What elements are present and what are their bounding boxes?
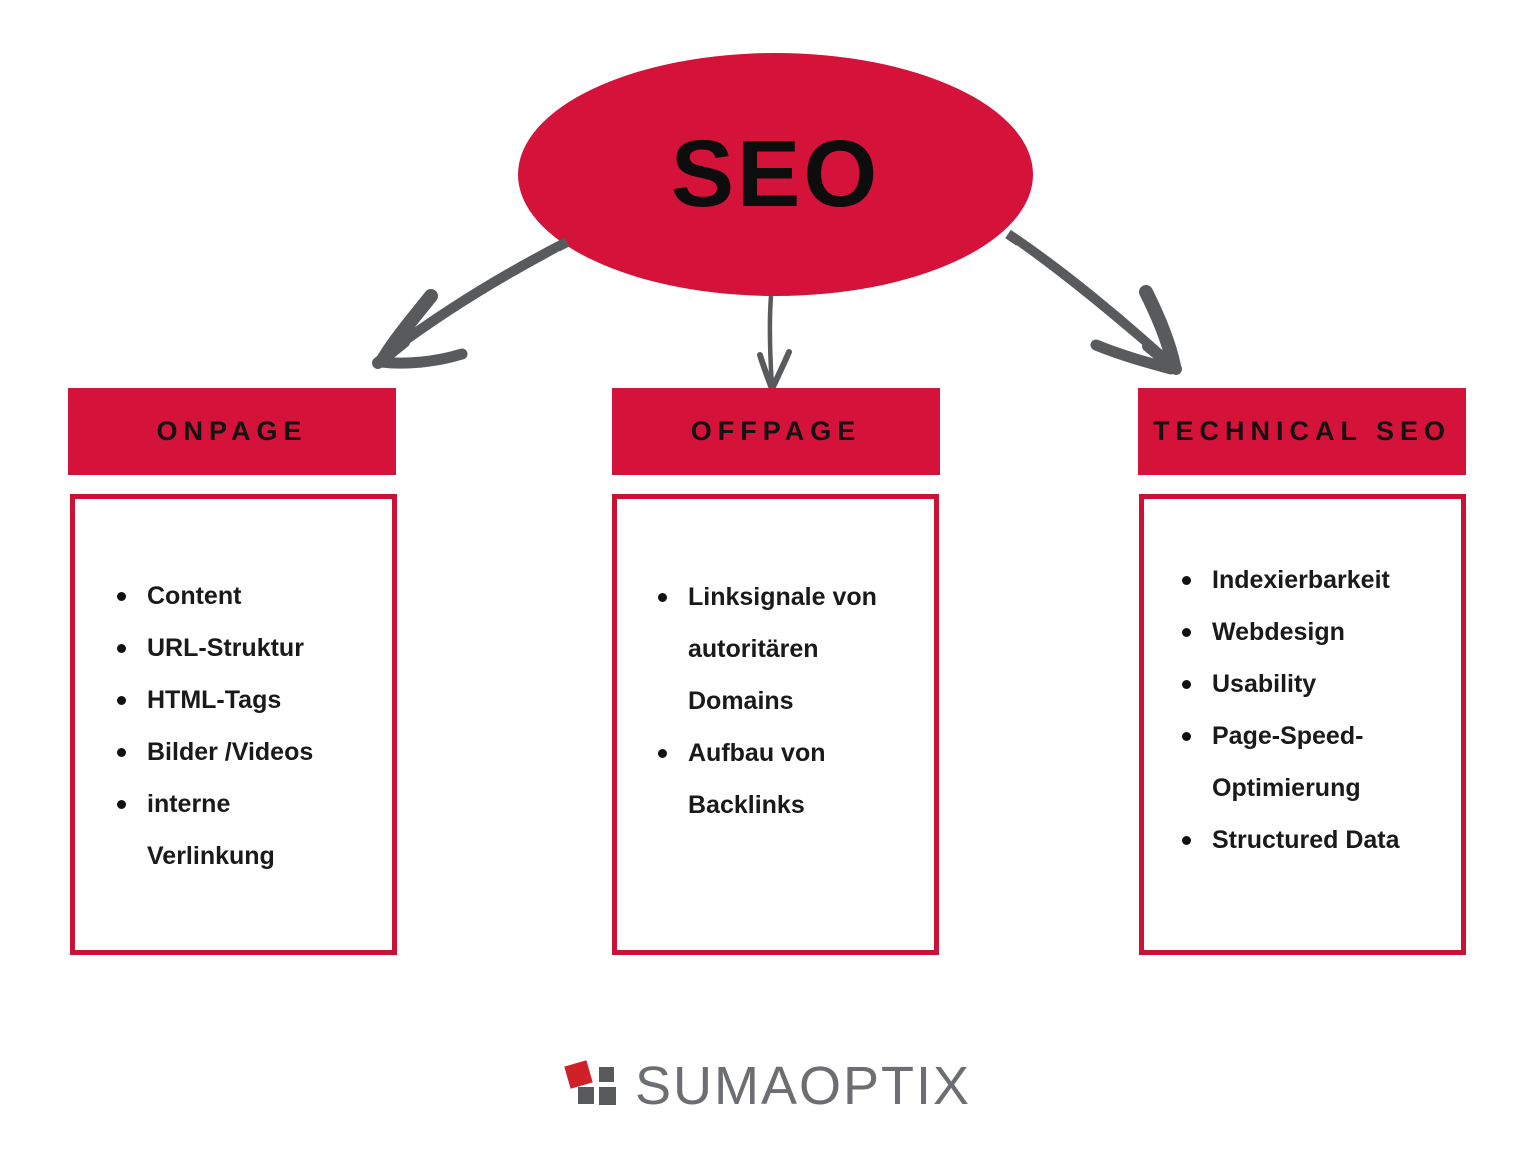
technical-seo-box: Indexierbarkeit Webdesign Usability Page…: [1139, 494, 1466, 955]
technical-seo-list: Indexierbarkeit Webdesign Usability Page…: [1144, 499, 1461, 866]
list-item: Structured Data: [1182, 814, 1452, 866]
header-onpage-label: ONPAGE: [156, 416, 308, 446]
list-item: Usability: [1182, 658, 1452, 710]
header-technical-seo-label: TECHNICAL SEO: [1152, 416, 1452, 446]
seo-root-node: SEO: [518, 53, 1033, 296]
list-item: Page-Speed-Optimierung: [1182, 710, 1452, 814]
list-item: Aufbau von Backlinks: [658, 727, 928, 831]
list-item: URL-Struktur: [117, 622, 347, 674]
logo-gray-square: [577, 1087, 594, 1104]
list-item: Content: [117, 570, 347, 622]
onpage-box: Content URL-Struktur HTML-Tags Bilder /V…: [70, 494, 397, 955]
logo-red-square: [564, 1060, 593, 1089]
offpage-box: Linksignale von autoritären Domains Aufb…: [612, 494, 939, 955]
header-offpage: OFFPAGE: [612, 388, 940, 475]
list-item: HTML-Tags: [117, 674, 347, 726]
arrow-down-left-icon: [372, 237, 570, 369]
arrow-down-right-icon: [1005, 229, 1182, 375]
brand-name: SUMAOPTIX: [634, 1056, 972, 1116]
onpage-list: Content URL-Struktur HTML-Tags Bilder /V…: [75, 499, 392, 882]
logo-gray-square: [598, 1067, 614, 1082]
list-item: Webdesign: [1182, 606, 1452, 658]
list-item: Bilder /Videos: [117, 726, 347, 778]
logo-gray-square: [598, 1087, 616, 1105]
seo-root-label: SEO: [670, 121, 881, 227]
header-technical-seo: TECHNICAL SEO: [1138, 388, 1466, 475]
list-item: interne Verlinkung: [117, 778, 347, 882]
header-offpage-label: OFFPAGE: [690, 416, 862, 446]
sumaoptix-squares-icon: [564, 1057, 619, 1115]
arrow-down-icon: [757, 295, 792, 392]
offpage-list: Linksignale von autoritären Domains Aufb…: [617, 499, 934, 831]
list-item: Indexierbarkeit: [1182, 554, 1452, 606]
brand-logo: SUMAOPTIX: [0, 1050, 1536, 1122]
list-item: Linksignale von autoritären Domains: [658, 571, 928, 727]
header-onpage: ONPAGE: [68, 388, 396, 475]
